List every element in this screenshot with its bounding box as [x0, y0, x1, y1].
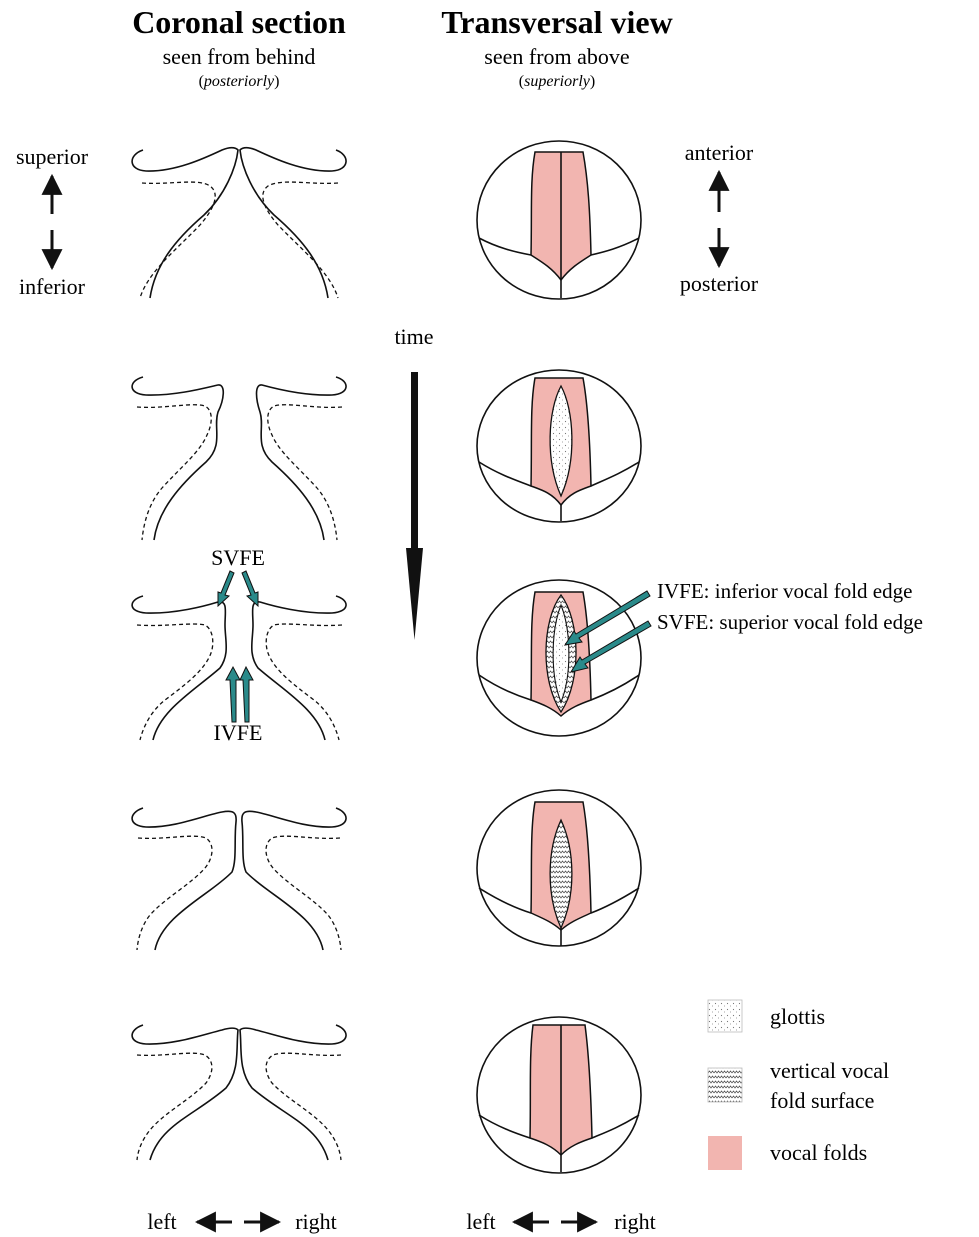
inferior-label: inferior: [19, 274, 86, 299]
coronal-section-open-3: [132, 596, 346, 740]
svfe-arrow-right: [242, 571, 258, 606]
svfe-label: SVFE: [211, 545, 265, 570]
coronal-section-opening-2: [132, 377, 346, 540]
transversal-view-subtitle: seen from above: [484, 44, 629, 69]
legend-swatch-glottis: [708, 1000, 742, 1032]
posterior-label: posterior: [680, 271, 759, 296]
transversal-view-closing-4: [477, 790, 641, 946]
transversal-view-closed-1: [477, 141, 641, 299]
coronal-section-closed-1: [132, 148, 346, 298]
legend-label-glottis: glottis: [770, 1004, 825, 1029]
transversal-view-title: Transversal view: [441, 4, 672, 40]
anterior-label: anterior: [685, 140, 754, 165]
legend-label-vertical-surface-1: vertical vocal: [770, 1058, 889, 1083]
legend-swatch-vertical-surface: [708, 1068, 742, 1102]
coronal-section-subtitle: seen from behind: [163, 44, 316, 69]
ivfe-arrow-left: [226, 667, 240, 722]
transversal-view-note: (superiorly): [519, 73, 595, 90]
coronal-section-closed-5: [132, 1025, 346, 1160]
superior-label: superior: [16, 144, 89, 169]
ivfe-label: IVFE: [214, 720, 263, 745]
time-label: time: [394, 324, 433, 349]
transversal-view-open-3: [477, 580, 641, 736]
ivfe-arrow-right: [240, 667, 253, 722]
coronal-section-note: (posteriorly): [199, 73, 280, 90]
svfe-arrow-left: [218, 571, 234, 606]
transversal-view-closed-5: [477, 1017, 641, 1173]
coronal-section-closing-4: [132, 808, 346, 950]
coronal-section-title: Coronal section: [132, 4, 346, 40]
right-label-transversal: right: [614, 1209, 656, 1234]
legend-label-vocal-folds: vocal folds: [770, 1140, 867, 1165]
legend-swatch-vocal-folds: [708, 1136, 742, 1170]
right-label-coronal: right: [295, 1209, 337, 1234]
transversal-view-opening-2: [477, 370, 641, 522]
svfe-definition: SVFE: superior vocal fold edge: [657, 610, 923, 634]
ivfe-definition: IVFE: inferior vocal fold edge: [657, 579, 912, 603]
left-label-coronal: left: [147, 1209, 176, 1234]
legend-label-vertical-surface-2: fold surface: [770, 1088, 874, 1113]
time-arrow: [406, 372, 423, 640]
left-label-transversal: left: [466, 1209, 495, 1234]
